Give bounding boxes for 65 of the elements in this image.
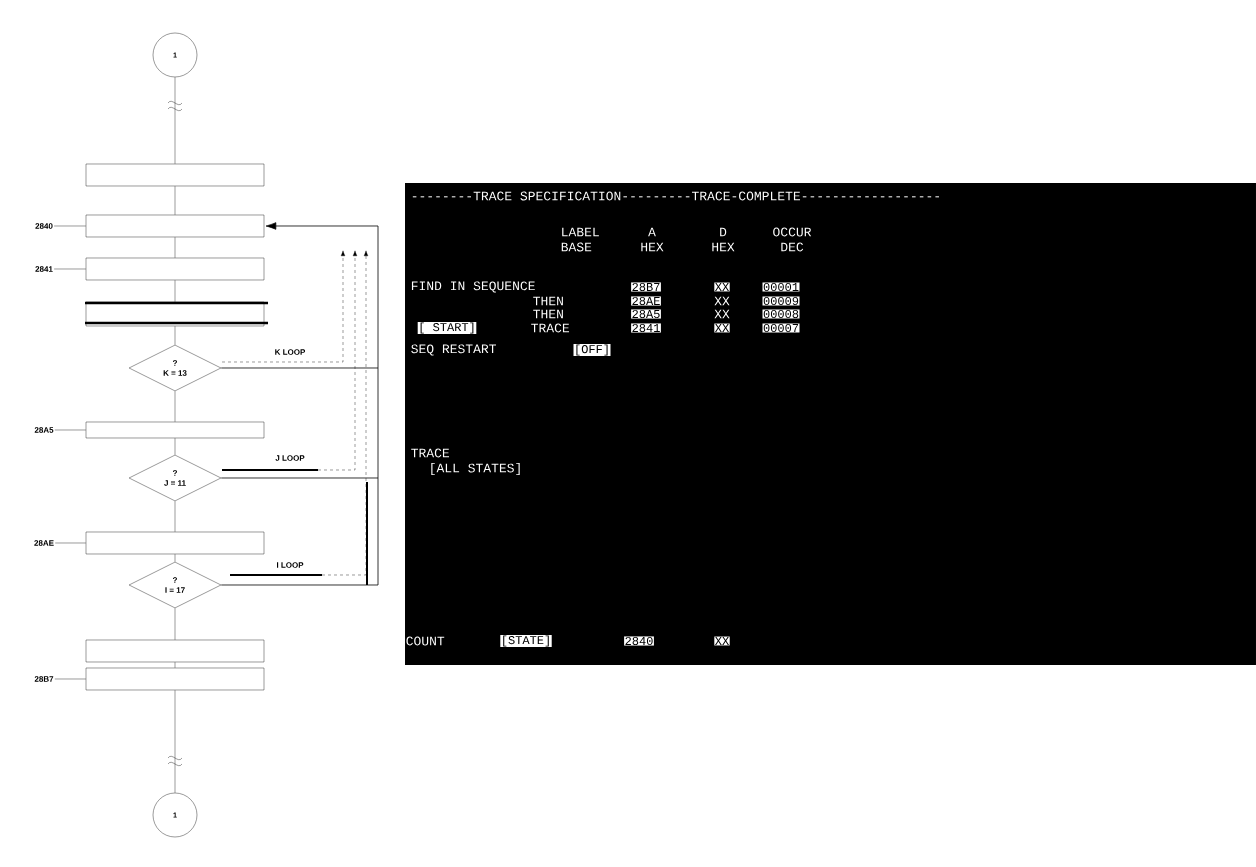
screen-text: THEN [533,296,563,306]
screen-text: XX [714,309,730,319]
connector-line [174,501,176,532]
screen-text: HEX [712,242,735,252]
highlighted-field: 2841 [631,323,661,333]
highlighted-field: XX [714,282,730,292]
leader-line [54,429,86,431]
highlighted-field: XX [714,636,730,646]
leader-line [53,225,86,227]
screen-text: BASE [561,242,592,252]
highlighted-field: XX [714,323,730,333]
process-box [85,531,265,555]
screen-text: TRACE [531,323,570,333]
connector-line [174,186,176,215]
process-box [85,421,265,439]
leader-line [54,678,86,680]
screen-text: LABEL [562,227,599,237]
connector-line [174,237,176,258]
screen-text: A [648,227,656,237]
loop-label: I LOOP [277,562,304,568]
connector-line [174,438,176,455]
connector-line [174,690,176,793]
address-label: 28AE [34,540,54,546]
leader-line [55,542,86,544]
highlighted-field: 00008 [762,309,800,319]
process-box [85,639,265,663]
connector-line [174,608,176,640]
process-box [85,163,265,187]
highlighted-field: 00007 [762,323,800,333]
connector-line [174,326,176,345]
screen-text: COUNT [406,636,445,646]
screen-text: THEN [533,309,563,319]
address-label: 2841 [35,266,53,272]
connector-line [174,280,176,302]
highlighted-field: 28B7 [631,282,661,292]
connector-line [174,391,176,422]
address-label: 2840 [35,223,53,229]
screen-text: --------TRACE SPECIFICATION---------TRACE-COMPLETE------------------ [412,191,939,201]
highlighted-field: 28A5 [631,309,661,319]
screen-text: OCCUR [773,227,812,237]
highlighted-field: 2840 [624,636,654,646]
screen-text: D [720,227,727,237]
connector-line [174,554,176,562]
process-box [85,667,265,691]
loop-label: J LOOP [275,455,305,461]
screen-text: FIND IN SEQUENCE [411,281,535,293]
highlighted-field: 00001 [762,282,800,292]
address-label: 28B7 [34,676,54,682]
screen-text: [ALL STATES] [431,462,520,476]
loop-label: K LOOP [275,349,306,355]
highlighted-field: 00009 [762,296,800,306]
process-box [85,301,268,327]
screen-text: TRACE [411,448,450,458]
address-label: 28A5 [34,427,54,433]
connector-line [174,77,176,164]
arrow [220,222,379,586]
screen-text: HEX [641,242,664,252]
process-box [85,257,265,281]
screen-text: XX [714,296,730,306]
screen-text: DEC [781,242,804,252]
connector-line [174,662,176,668]
highlighted-field: 28AE [631,296,661,306]
process-box [85,214,265,238]
screen-text: SEQ RESTART [411,344,496,356]
leader-line [53,268,86,270]
